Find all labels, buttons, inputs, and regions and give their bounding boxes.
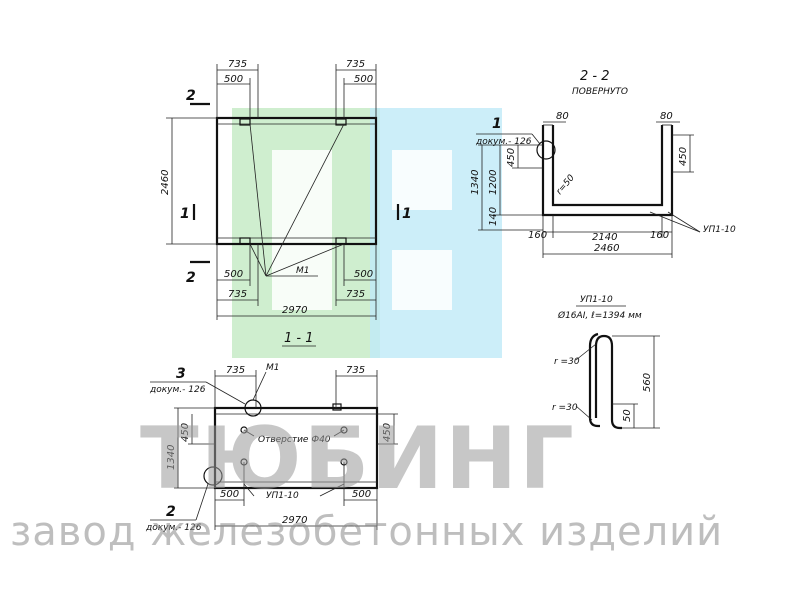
section11-dim-735-right: 735 xyxy=(346,365,365,376)
rebar-radius-top: r =30 xyxy=(554,357,580,367)
rebar-radius-bottom: r =30 xyxy=(552,403,578,413)
section22-dim-160-right: 160 xyxy=(650,230,669,241)
plan-outline xyxy=(215,116,378,246)
section22-callout-circle xyxy=(536,140,556,160)
section22-dim-80-left: 80 xyxy=(556,111,569,122)
plan-dim-bottom-right-500: 500 xyxy=(354,269,373,280)
section22-dim-80-right: 80 xyxy=(660,111,673,122)
plan-dim-top-left-500: 500 xyxy=(224,74,243,85)
watermark-brand: ТЮБИНГ xyxy=(140,409,576,509)
plan-dim-top-right-500: 500 xyxy=(354,74,373,85)
section11-callout2-num: 2 xyxy=(166,504,176,520)
plan-section-mark-2-top: 2 xyxy=(186,88,196,104)
section22-dim-160-left: 160 xyxy=(528,230,547,241)
section22-dim-2460: 2460 xyxy=(594,243,619,254)
plan-dim-bottom-right-735: 735 xyxy=(346,289,365,300)
plan-section-mark-1-left: 1 xyxy=(180,206,190,222)
section22-dim-2140: 2140 xyxy=(592,232,617,243)
plan-view: 735 500 735 500 М1 2460 2 2 1 1 xyxy=(160,59,412,320)
section22-dim-1200: 1200 xyxy=(488,170,499,195)
watermark-cyan-block xyxy=(370,108,502,358)
section11-hole-left xyxy=(240,426,248,434)
rebar-dim-50: 50 xyxy=(622,409,633,422)
plan-insert-label: М1 xyxy=(296,266,310,276)
section22-title: 2 - 2 xyxy=(580,69,610,84)
watermark-white-notch-3 xyxy=(392,250,452,310)
section11-dim-1340: 1340 xyxy=(166,445,177,470)
section22-callout-doc: докум.- 126 xyxy=(475,137,532,147)
section22-dim-450-left: 450 xyxy=(506,148,517,167)
plan-section-mark-1-right: 1 xyxy=(402,206,412,222)
rebar-hairpin xyxy=(594,334,622,430)
section11-dim-2970: 2970 xyxy=(282,515,307,526)
section11-dim-735-left: 735 xyxy=(226,365,245,376)
section11-hole-label: Отверстие Ф40 xyxy=(258,435,331,445)
section11-insert-label: М1 xyxy=(266,363,280,373)
section22-radius: r=50 xyxy=(555,173,577,197)
watermark-subtitle: завод железобетонных изделий xyxy=(10,509,723,555)
plan-dim-bottom-left-735: 735 xyxy=(228,289,247,300)
section11-dim-500-left: 500 xyxy=(220,489,239,500)
rebar-spec: Ø16AI, ℓ=1394 мм xyxy=(557,310,642,321)
section11-dim-450-left: 450 xyxy=(180,423,191,442)
section11-title: 1 - 1 xyxy=(284,331,314,346)
section22-profile xyxy=(541,125,674,217)
watermark-white-notch xyxy=(272,150,332,310)
section22-dim-1340: 1340 xyxy=(470,170,481,195)
section11-hole-right xyxy=(340,426,348,434)
rebar-dim-560: 560 xyxy=(642,373,653,392)
rebar-detail: УП1-10 Ø16AI, ℓ=1394 мм r =30 r =30 560 … xyxy=(552,295,660,430)
watermark-logo xyxy=(232,108,502,358)
plan-section-mark-2-bottom: 2 xyxy=(186,270,196,286)
watermark-white-notch-2 xyxy=(392,150,452,210)
section-2-2: 2 - 2 ПОВЕРНУТО 1 докум.- 126 80 80 450 … xyxy=(470,69,736,258)
section11-rebar-label: УП1-10 xyxy=(266,491,299,501)
section11-outline xyxy=(213,406,379,490)
rebar-title: УП1-10 xyxy=(580,295,613,305)
plan-dim-top-left-735: 735 xyxy=(228,59,247,70)
section11-callout2-doc: докум.- 126 xyxy=(145,523,202,533)
section11-callout3-doc: докум.- 126 xyxy=(149,385,206,395)
plan-dim-width: 2970 xyxy=(282,305,307,316)
section22-rebar-label: УП1-10 xyxy=(703,225,736,235)
section22-dim-140: 140 xyxy=(488,207,499,226)
section22-subtitle: ПОВЕРНУТО xyxy=(572,87,628,97)
section11-dim-450-right: 450 xyxy=(382,423,393,442)
plan-dim-bottom-left-500: 500 xyxy=(224,269,243,280)
section11-callout3-num: 3 xyxy=(176,366,186,382)
section-1-1: 1 - 1 735 735 М1 3 докум.- 126 Отверстие… xyxy=(145,331,398,533)
plan-dim-top-right-735: 735 xyxy=(346,59,365,70)
plan-dim-height: 2460 xyxy=(160,170,171,195)
section11-dim-500-right: 500 xyxy=(352,489,371,500)
section11-callout2-circle xyxy=(203,466,223,486)
section22-dim-450-right: 450 xyxy=(678,147,689,166)
section22-callout-num: 1 xyxy=(492,116,502,132)
